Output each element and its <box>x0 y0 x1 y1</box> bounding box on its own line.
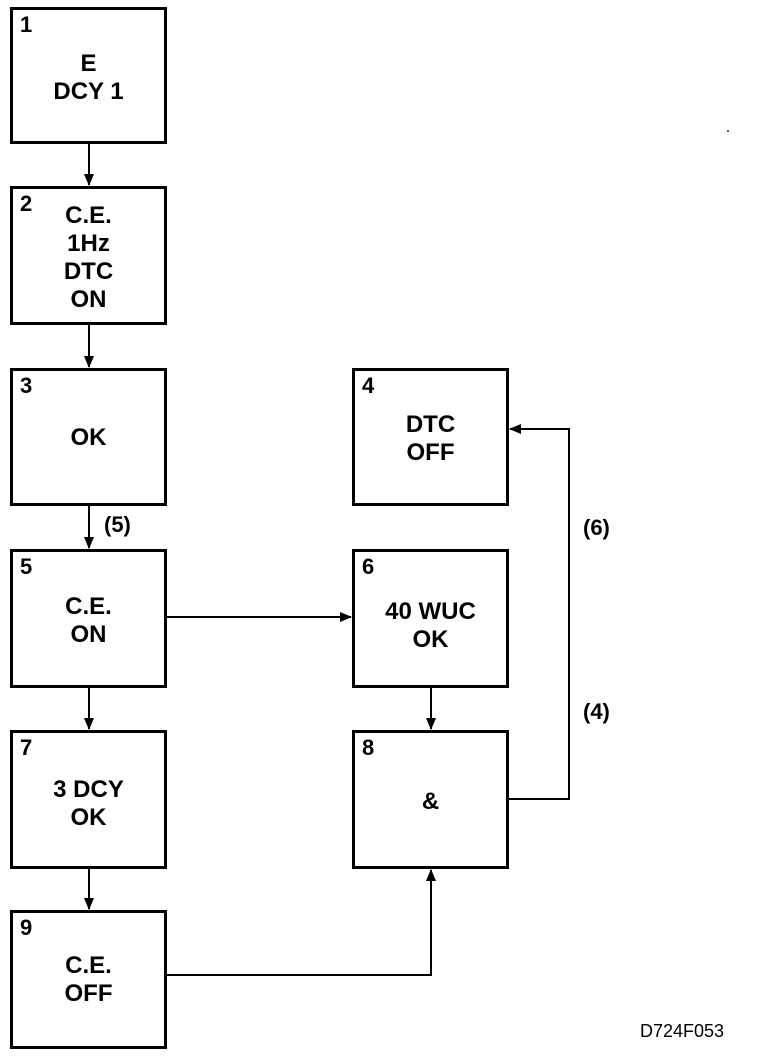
box-text-line: OFF <box>406 439 455 466</box>
box-text-line: E <box>80 50 97 77</box>
box-number: 1 <box>20 12 33 37</box>
box-text-line: & <box>421 788 440 815</box>
box-number: 6 <box>362 554 375 579</box>
box-text-line: ON <box>70 621 107 648</box>
connector-label-5: (5) <box>104 512 131 537</box>
box-text: & <box>355 788 506 816</box>
box-2: 2 C.E. 1Hz DTC ON <box>10 186 167 325</box>
connector-label-6: (6) <box>583 515 610 540</box>
stray-dot <box>727 130 729 132</box>
box-7: 7 3 DCY OK <box>10 730 167 869</box>
box-text-line: OK <box>70 424 107 451</box>
box-text: C.E. ON <box>13 593 164 649</box>
box-number: 7 <box>20 735 33 760</box>
box-text-line: DCY 1 <box>53 78 124 105</box>
connector-label-4: (4) <box>583 699 610 724</box>
box-number: 9 <box>20 915 33 940</box>
box-text-line: OFF <box>64 980 113 1007</box>
box-number: 4 <box>362 373 375 398</box>
figure-id: D724F053 <box>640 1021 725 1041</box>
box-8: 8 & <box>352 730 509 869</box>
box-text-line: DTC <box>405 411 456 438</box>
box-text: 40 WUC OK <box>355 598 506 654</box>
box-4: 4 DTC OFF <box>352 368 509 506</box>
box-1: 1 E DCY 1 <box>10 7 167 144</box>
box-text-line: 3 DCY <box>53 776 124 803</box>
arrow-9-to-8 <box>167 869 436 976</box>
box-number: 3 <box>20 373 33 398</box>
box-text-line: C.E. <box>65 202 112 229</box>
box-text: 3 DCY OK <box>13 776 164 832</box>
box-text: C.E. 1Hz DTC ON <box>13 202 164 314</box>
box-text-line: 40 WUC <box>385 598 476 625</box>
box-6: 6 40 WUC OK <box>352 549 509 688</box>
arrow-8-to-4 <box>509 424 570 800</box>
box-text: DTC OFF <box>355 411 506 467</box>
box-3: 3 OK <box>10 368 167 506</box>
box-text-line: 1Hz <box>67 230 110 257</box>
box-text-line: C.E. <box>65 952 112 979</box>
box-text-line: C.E. <box>65 593 112 620</box>
box-number: 8 <box>362 735 375 760</box>
box-number: 5 <box>20 554 33 579</box>
box-text-line: ON <box>70 286 107 313</box>
box-text-line: OK <box>70 804 107 831</box>
box-text: C.E. OFF <box>13 952 164 1008</box>
box-5: 5 C.E. ON <box>10 549 167 688</box>
box-text-line: OK <box>412 626 449 653</box>
box-number: 2 <box>20 191 33 216</box>
box-text-line: DTC <box>63 258 114 285</box>
box-text: OK <box>13 424 164 452</box>
box-text: E DCY 1 <box>13 50 164 106</box>
box-9: 9 C.E. OFF <box>10 910 167 1049</box>
